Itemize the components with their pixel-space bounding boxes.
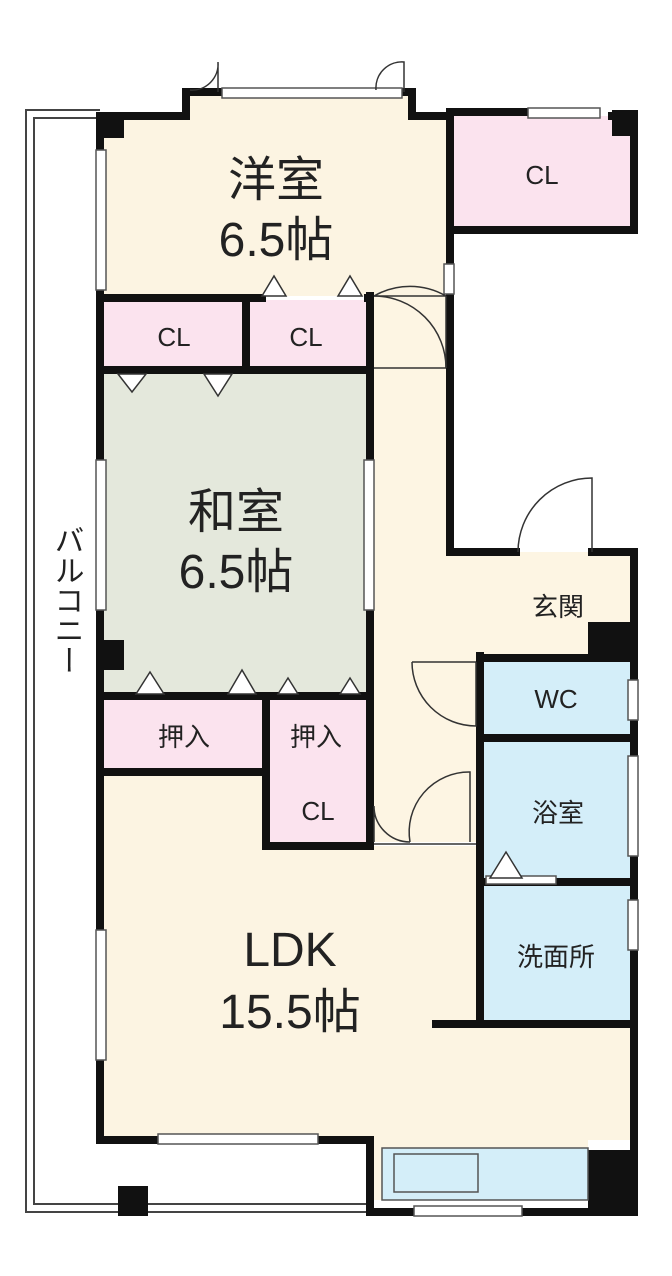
columns [98,110,638,1214]
kitchen-counter [381,1147,589,1201]
washroom-floor [484,884,630,1020]
japanese-room-size: 6.5帖 [179,546,294,599]
labels: 洋室 6.5帖 CL CL CL 和室 6.5帖 押入 押入 CL 玄関 WC … [50,154,596,1039]
oshiire-b-label: 押入 [290,722,342,752]
japanese-room-floor [104,370,370,694]
wc-label: WC [534,684,577,714]
ldk-name: LDK [243,924,336,977]
western-room-floor [104,96,450,296]
oshiire-b-floor [268,698,366,770]
closet-top-right-floor [450,116,630,226]
western-room-size: 6.5帖 [219,214,334,267]
entrance-label: 玄関 [532,592,584,622]
washroom-label: 洗面所 [517,942,595,972]
wc-floor [484,662,630,736]
hallway-floor [370,296,480,842]
oshiire-a-floor [104,698,264,770]
doors [189,61,593,845]
western-room-name: 洋室 [228,154,324,207]
balcony [25,109,368,1216]
floors [104,96,630,1200]
ldk-floor [104,774,630,1200]
closet-c-floor [268,770,366,844]
closet-b-label: CL [289,322,322,352]
ldk-size: 15.5帖 [219,986,360,1039]
closet-a-floor [104,300,244,370]
closet-top-right-label: CL [525,160,558,190]
balcony-label: バルコニー [50,525,83,675]
closet-a-label: CL [157,322,190,352]
japanese-room-name: 和室 [188,486,284,539]
sliding-markers [116,274,524,879]
closet-c-label: CL [301,796,334,826]
bathroom-label: 浴室 [532,798,584,828]
closet-b-floor [248,300,366,370]
oshiire-a-label: 押入 [158,722,210,752]
windows [95,87,639,1217]
